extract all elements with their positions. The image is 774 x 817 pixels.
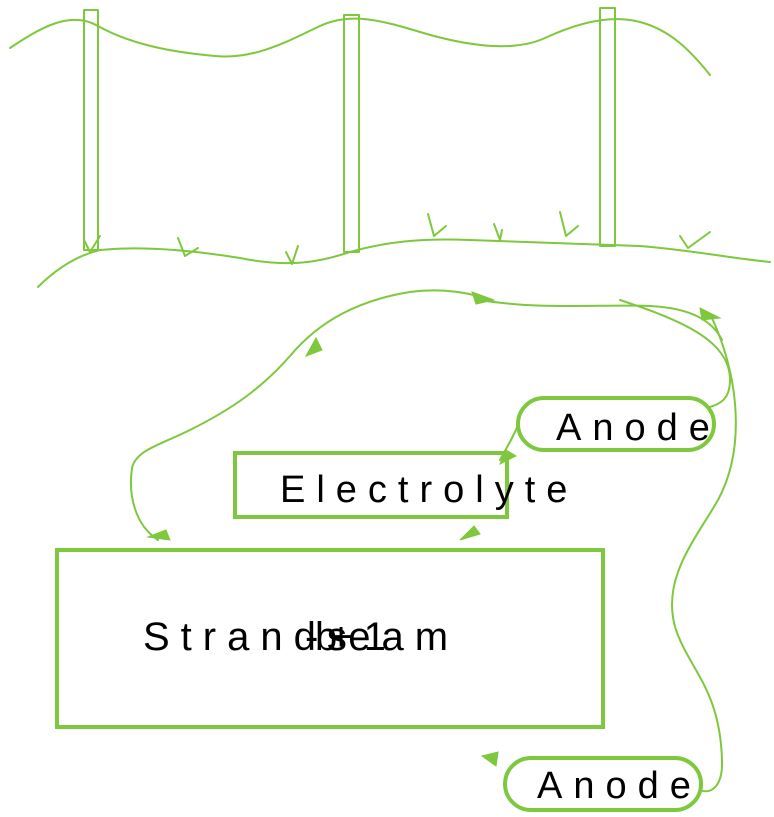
grass-tuft-6 xyxy=(559,211,579,237)
anode-bottom-node: Anode xyxy=(503,756,703,812)
strands-label-overlay-3: -+1 xyxy=(305,615,397,659)
fence-scene xyxy=(9,7,771,288)
arrowhead-top xyxy=(471,291,496,305)
fence-post-2 xyxy=(343,14,360,253)
arrowheads xyxy=(146,291,722,767)
anode-top-label: Anode xyxy=(556,407,721,449)
flow-curve-top-to-anode xyxy=(619,299,731,411)
ground-line xyxy=(37,238,771,288)
arrowhead-mid-left xyxy=(304,336,323,357)
strands-label: Strands xyxy=(143,615,358,659)
anode-bottom-label: Anode xyxy=(537,765,702,807)
grass-tuft-5 xyxy=(493,223,503,241)
anode-bottom-pill xyxy=(503,756,703,812)
strands-label-overlay-2: beam xyxy=(315,615,459,659)
grass-tuft-3 xyxy=(285,245,299,265)
fence-post-3 xyxy=(599,7,616,247)
grass-tuft-1 xyxy=(83,235,101,253)
flow-curve-left xyxy=(129,289,489,541)
electrolyte-node: Electrolyte xyxy=(233,451,578,519)
electrolyte-label: Electrolyte xyxy=(280,469,578,511)
anode-top-pill xyxy=(516,396,716,452)
strands-box xyxy=(55,548,605,729)
fence-top-wire xyxy=(9,17,711,76)
grass-tuft-4 xyxy=(427,213,447,237)
flow-curve-right xyxy=(671,317,737,793)
grass-tuft-7 xyxy=(679,231,711,249)
connection-lines xyxy=(129,289,737,793)
grass-tuft-2 xyxy=(177,237,199,257)
anode-top-node: Anode xyxy=(516,396,721,452)
arrowhead-left-box xyxy=(146,529,171,541)
flow-curve-top xyxy=(479,299,723,341)
arrowhead-bottom-anode xyxy=(480,751,499,767)
electrolyte-box xyxy=(233,451,509,519)
strands-node: beam -+1 Strands xyxy=(55,548,605,729)
arrowhead-strands-box xyxy=(459,525,481,541)
fence-post-1 xyxy=(83,9,99,251)
arrowhead-top-right xyxy=(699,307,722,321)
